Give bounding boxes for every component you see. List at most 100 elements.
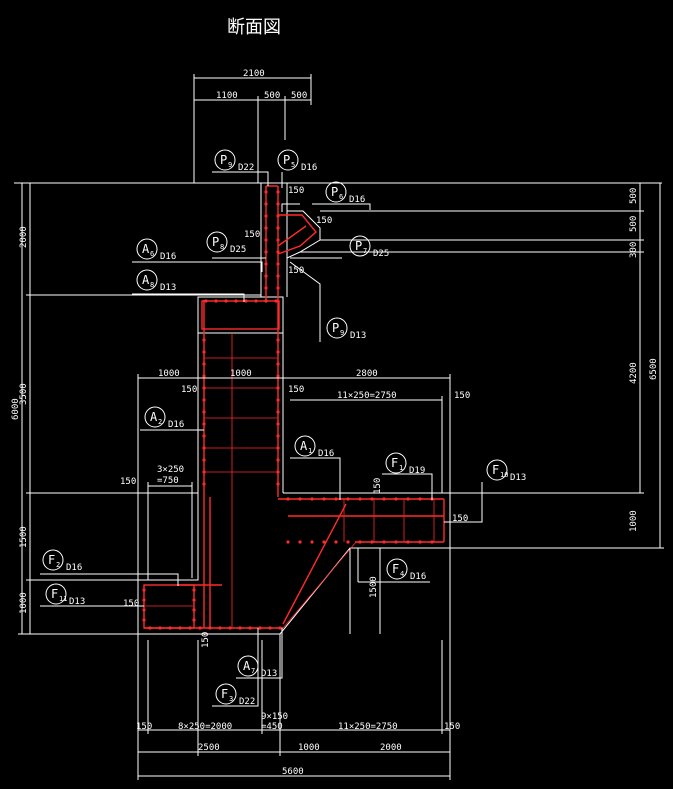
cover-150-3: 150 (244, 230, 260, 240)
callout-bar-size: D13 (69, 597, 85, 607)
dim-1500-vertical: 1500 (369, 576, 379, 598)
rebar-dot (276, 482, 280, 486)
cover-150-6: 150 (288, 385, 304, 395)
callout-bar-size: D25 (373, 249, 389, 259)
rebar-dot (276, 398, 280, 402)
rebar-dot (168, 626, 172, 630)
spacing-3x250-b: =750 (157, 476, 179, 486)
rebar-dot (276, 214, 280, 218)
spacing-9x150-b: =450 (261, 722, 283, 732)
cover-150-7: 150 (454, 391, 470, 401)
rebar-dot (334, 540, 338, 544)
dim-bot-2000: 2000 (380, 743, 402, 753)
callout-letter: P (355, 239, 362, 253)
callout-bar-size: D22 (239, 697, 255, 707)
callout-circle (42, 549, 64, 571)
callout-bar-size: D25 (230, 245, 246, 255)
dim-top-total: 2100 (243, 69, 265, 79)
dim-left-1500: 1500 (19, 526, 29, 548)
callout-number: 6 (339, 193, 343, 201)
callout-letter: A (142, 273, 150, 287)
rebar-dot (202, 386, 206, 390)
dim-bot-1000: 1000 (298, 743, 320, 753)
dim-right-500a: 500 (629, 188, 639, 204)
callout-number: 6 (150, 250, 154, 258)
rebar-dot (322, 497, 326, 501)
rebar-dot (264, 299, 268, 303)
rebar-dot (276, 458, 280, 462)
callout-number: 7 (363, 247, 367, 255)
rebar-dot (394, 497, 398, 501)
rebar-dot (258, 626, 262, 630)
rebar (143, 185, 445, 629)
rebar-dot (202, 458, 206, 462)
rebar-dot (276, 446, 280, 450)
cover-150-1: 150 (288, 186, 304, 196)
rebar-dot (202, 350, 206, 354)
cover-150-12: 150 (136, 722, 152, 732)
rebar-dot (298, 540, 302, 544)
callout-letter: P (212, 235, 219, 249)
callout-number: 5 (291, 161, 295, 169)
dim-top-b: 500 (264, 91, 280, 101)
rebar-dot (178, 626, 182, 630)
cover-150-5: 150 (181, 385, 197, 395)
rebar-dot (276, 434, 280, 438)
callout-letter: P (283, 153, 290, 167)
callout-number: 9 (340, 329, 344, 337)
callout-letter: A (142, 242, 150, 256)
callout-bar-size: D22 (238, 163, 254, 173)
rebar-dot (276, 350, 280, 354)
rebar-dot (254, 299, 258, 303)
callout-number: 3 (229, 695, 233, 703)
callout-number: 8 (220, 243, 224, 251)
rebar-dot (244, 299, 248, 303)
callout-circle (325, 181, 347, 203)
callout-number: 9 (228, 161, 232, 169)
dim-bot-total: 5600 (282, 767, 304, 777)
callout-circle (206, 231, 228, 253)
rebar-dot (208, 626, 212, 630)
rebar-dot (202, 422, 206, 426)
rebar-dot (322, 540, 326, 544)
callout-circle (144, 406, 166, 428)
rebar-dot (286, 497, 290, 501)
callout-number: 11 (59, 595, 67, 603)
rebar-dot (276, 238, 280, 242)
rebar-dot (310, 497, 314, 501)
callout-bar-size: D19 (409, 466, 425, 476)
rebar-dot (382, 540, 386, 544)
rebar-dot (406, 540, 410, 544)
callout-circle (237, 655, 259, 677)
callout-circle (136, 238, 158, 260)
cover-150-8: 150 (120, 477, 136, 487)
callout-bar-size: D16 (66, 563, 82, 573)
callout-bar-size: D16 (160, 252, 176, 262)
callout-number: 2 (56, 561, 60, 569)
rebar-dot (158, 626, 162, 630)
callout-letter: F (392, 562, 399, 576)
cover-150-4: 150 (288, 266, 304, 276)
rebar-dot (276, 286, 280, 290)
callout-letter: P (331, 185, 338, 199)
dim-bot-2500: 2500 (198, 743, 220, 753)
rebar-dot (276, 262, 280, 266)
rebar-dot (268, 626, 272, 630)
rebar-dot (202, 374, 206, 378)
rebar-dot (148, 626, 152, 630)
callout-circle (386, 558, 408, 580)
rebar-callouts (40, 171, 483, 707)
rebar-dot (276, 250, 280, 254)
rebar-dot (202, 434, 206, 438)
rebar-dot (202, 362, 206, 366)
callout-letter: A (243, 659, 251, 673)
callout-bar-size: D13 (350, 331, 366, 341)
rebar-dot (202, 446, 206, 450)
